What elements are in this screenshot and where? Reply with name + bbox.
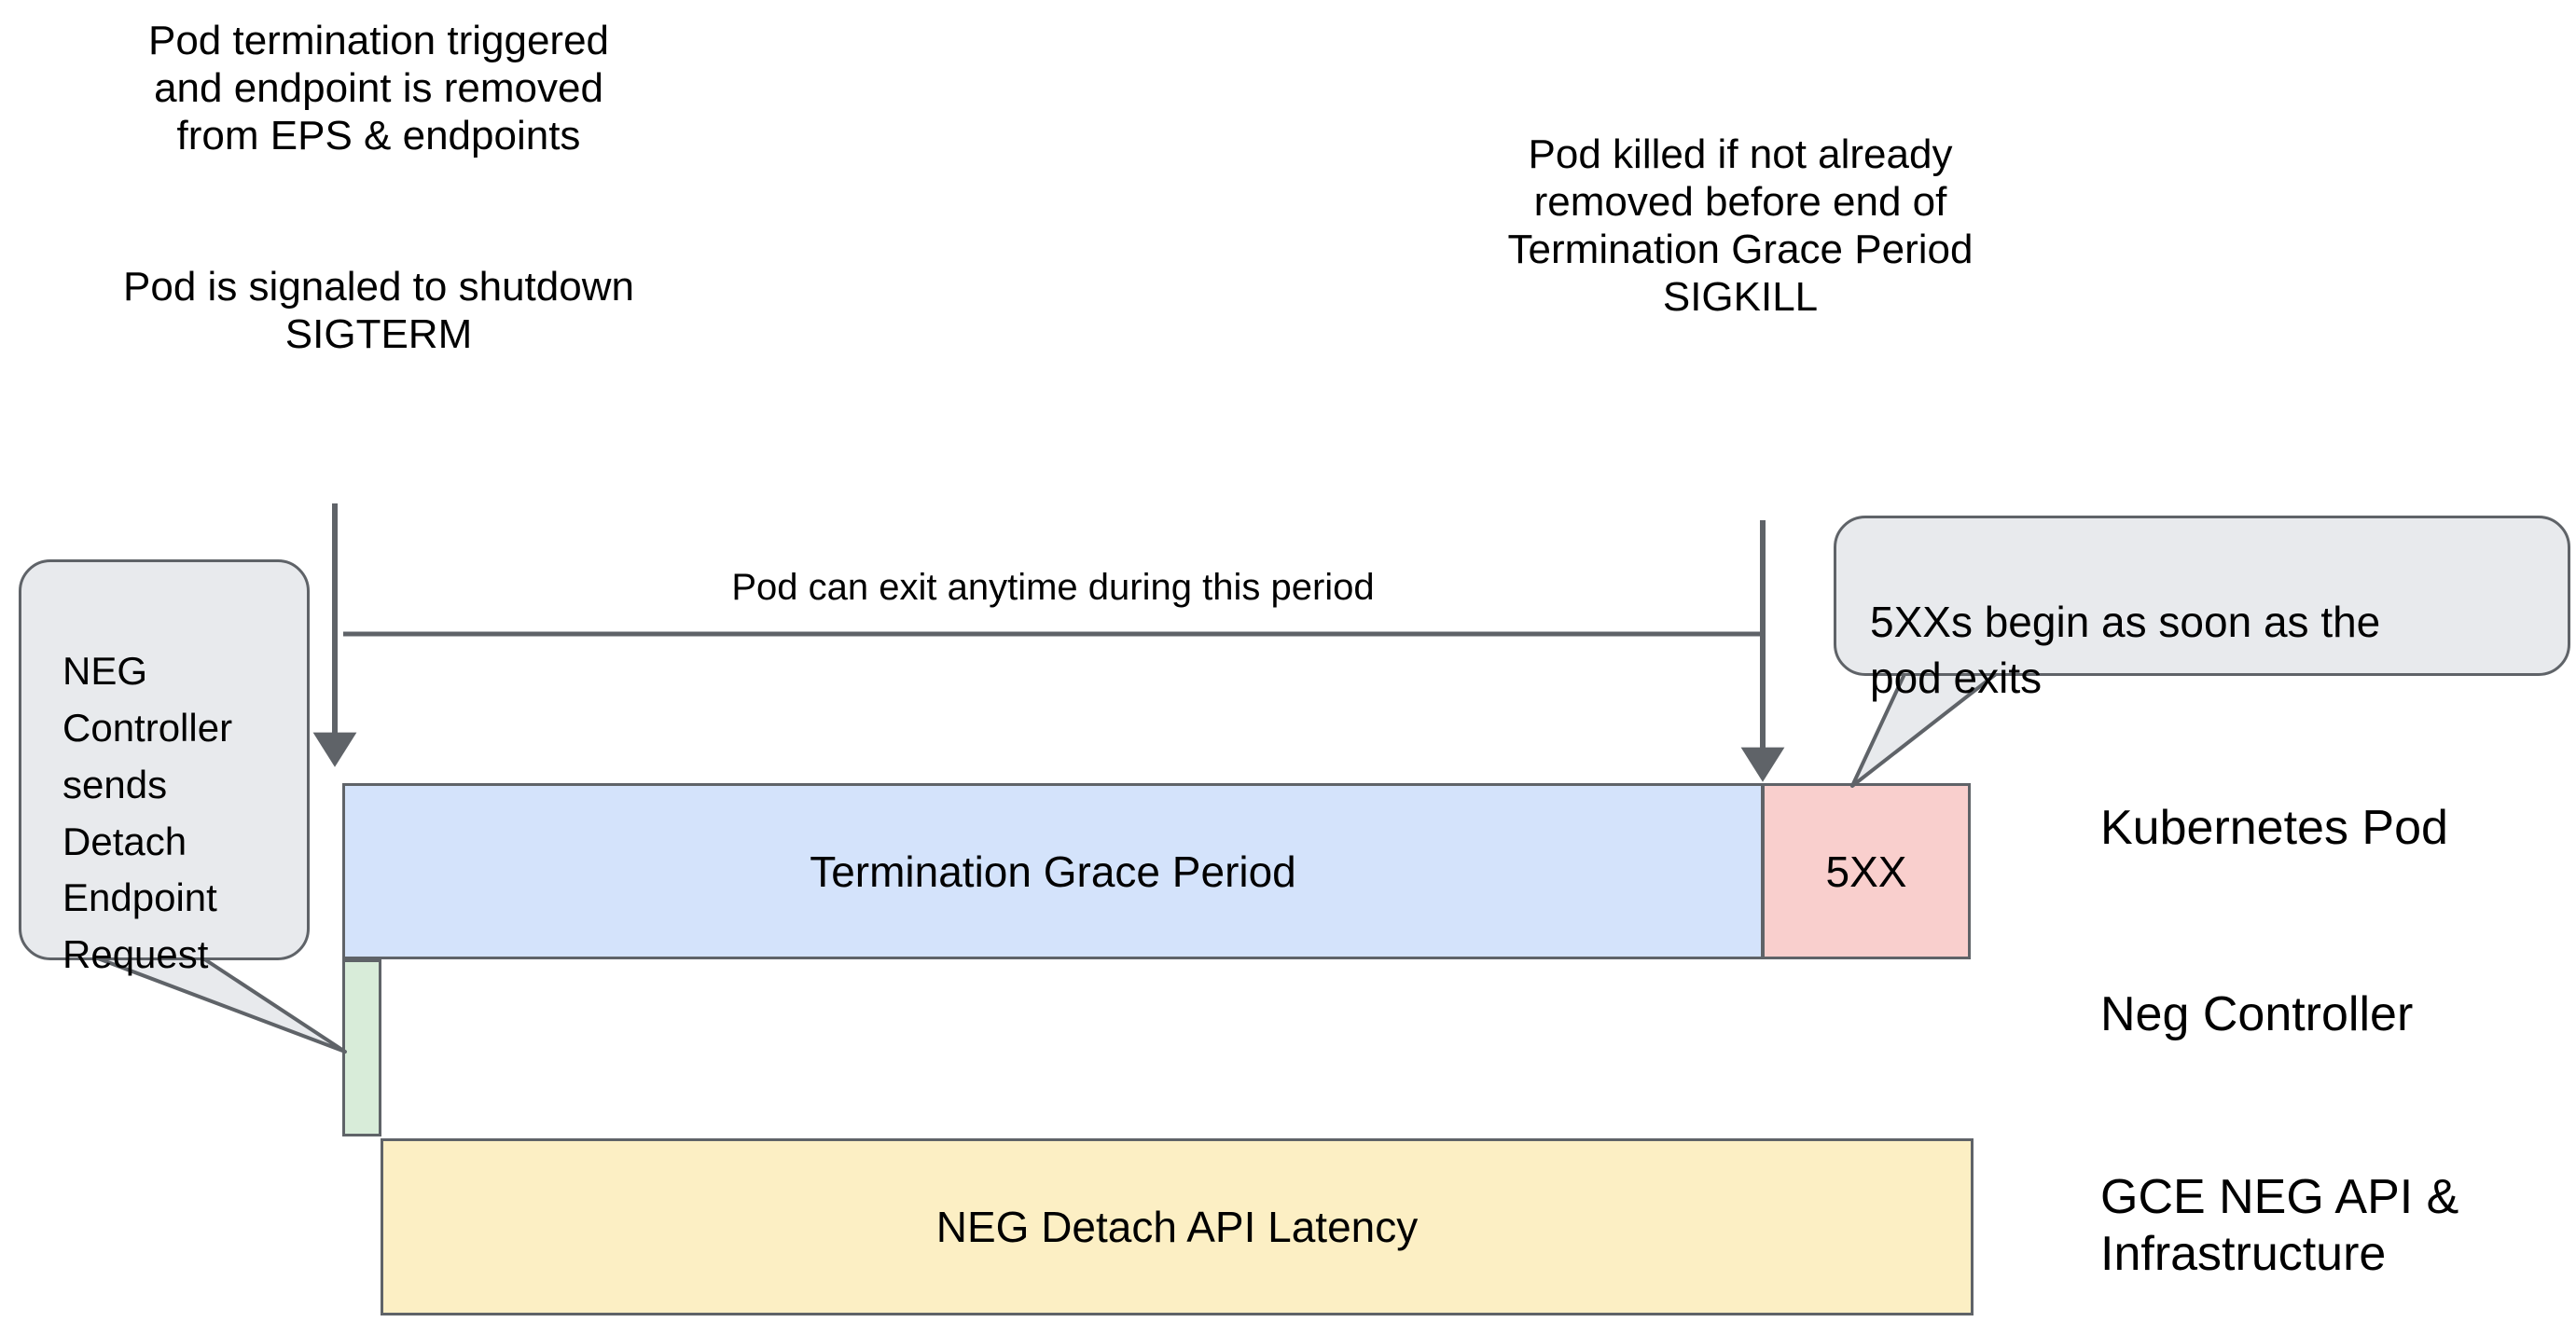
sigkill-note: Pod killed if not already removed before…: [1507, 131, 1974, 321]
callout-neg-controller-detach: NEG Controller sends Detach Endpoint Req…: [19, 559, 310, 976]
callout-5xx-begin: 5XXs begin as soon as the pod exits: [1834, 516, 2570, 702]
bar-5xx: 5XX: [1762, 783, 1971, 959]
pod-termination-note: Pod termination triggered and endpoint i…: [147, 18, 610, 159]
bar-termination-grace-period-label: Termination Grace Period: [810, 847, 1296, 896]
lane-label-neg-controller: Neg Controller: [2100, 987, 2414, 1041]
span-caption: Pod can exit anytime during this period: [731, 567, 1375, 608]
bar-neg-detach-api-latency: NEG Detach API Latency: [381, 1138, 1974, 1315]
sigterm-note: Pod is signaled to shutdown SIGTERM: [123, 264, 634, 358]
bar-5xx-label: 5XX: [1825, 847, 1907, 896]
bar-neg-detach-api-latency-label: NEG Detach API Latency: [935, 1203, 1419, 1251]
lane-label-kubernetes-pod: Kubernetes Pod: [2100, 801, 2448, 855]
bar-termination-grace-period: Termination Grace Period: [342, 783, 1764, 959]
bar-neg-detach-request: [342, 959, 381, 1136]
callout-5xx-begin-text: 5XXs begin as soon as the pod exits: [1870, 597, 2381, 702]
lane-label-gce-neg-api: GCE NEG API & Infrastructure: [2100, 1170, 2459, 1282]
callout-neg-controller-detach-text: NEG Controller sends Detach Endpoint Req…: [62, 648, 233, 977]
